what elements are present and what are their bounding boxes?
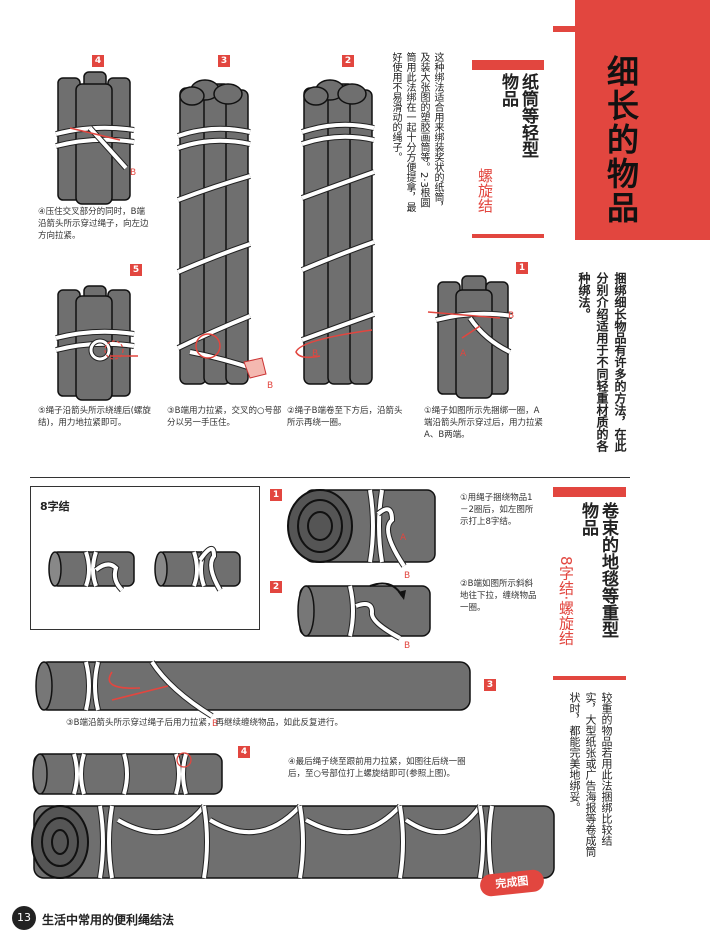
heading-bar xyxy=(472,60,544,70)
caption-s2-step1: ①用绳子捆绕物品1－2圈后，如左图所示打上8字结。 xyxy=(460,493,534,527)
caption-s2-step3: ③B端沿箭头所示穿过绳子后用力拉紧，再继续缠绕物品，如此反复进行。 xyxy=(66,718,343,728)
intro-text: 捆绑细长物品有许多的方法，在此分别介绍适用于不同轻重材质的各种绑法。 xyxy=(577,272,627,452)
figure-step5 xyxy=(55,285,138,401)
figure8-label: 8字结 xyxy=(40,500,70,513)
label-a: A xyxy=(460,349,467,359)
step-number: 2 xyxy=(342,55,354,67)
caption-step5: ⑤绳子沿箭头所示绕缠后(螺旋结)，用力地拉紧即可。 xyxy=(38,406,151,428)
label-a: A xyxy=(400,533,407,543)
section1-illustrations: B B B xyxy=(55,71,514,401)
figure-step2 xyxy=(295,79,375,385)
label-b: B xyxy=(404,641,410,651)
section2-subheading: 8字结·螺旋结 xyxy=(557,556,575,646)
caption-s2-step4: ④最后绳子绕至跟前用力拉紧，如图往后绕一圈后，至○号部位打上螺旋结即可(参照上图… xyxy=(288,757,466,779)
heading-underline xyxy=(472,234,544,238)
section2-heading: 卷束的地毯等重型物品 xyxy=(578,502,618,638)
header-stripe xyxy=(553,26,710,32)
step-number: 1 xyxy=(516,262,528,274)
caption-step1: ①绳子如图所示先捆绑一圈，A端沿箭头所示穿过后，用力拉紧A、B两端。 xyxy=(424,406,544,440)
caption-step2: ②绳子B端卷至下方后，沿箭头所示再绕一圈。 xyxy=(287,406,403,428)
section1-heading: 纸筒等轻型物品 xyxy=(498,73,538,158)
step-number: 5 xyxy=(130,264,142,276)
step-number: 1 xyxy=(270,489,282,501)
step-number: 2 xyxy=(270,581,282,593)
step-number: 3 xyxy=(218,55,230,67)
book-title: 生活中常用的便利绳结法 xyxy=(42,913,175,927)
heading-underline xyxy=(553,676,626,680)
figure-step4-carpet xyxy=(32,752,223,795)
figure-step4 xyxy=(55,71,135,205)
label-b: B xyxy=(212,719,218,729)
figure-step3-long xyxy=(35,660,471,719)
section2-illustrations: A B B B xyxy=(31,489,555,879)
figure-complete xyxy=(31,803,555,879)
section1-desc: 这种绑法适合用来绑装奖状的纸筒，及装大张图的塑胶画筒等。2·3根圆筒用此法绑在一… xyxy=(390,52,443,212)
section-title: 细长的物品 xyxy=(602,55,640,225)
caption-s2-step2: ②B端如图所示斜斜地往下拉，缠绕物品一圈。 xyxy=(460,579,537,613)
label-b: B xyxy=(404,571,410,581)
caption-step4: ④压住交叉部分的同时，B端沿箭头所示穿过绳子，向左边方向拉紧。 xyxy=(38,207,149,241)
section-header-band xyxy=(575,0,710,240)
label-b: B xyxy=(312,349,318,359)
figure8-left xyxy=(48,551,135,593)
figure8-box xyxy=(30,486,260,630)
figure-step1-carpet xyxy=(287,489,436,568)
step-number: 4 xyxy=(92,55,104,67)
step-number: 4 xyxy=(238,746,250,758)
label-b: B xyxy=(508,311,514,321)
section2-desc: 较重的物品若用此法捆绑比较结实，大型纸张或广告海报等卷成筒状时，都能完美地绑妥。 xyxy=(568,692,613,857)
figure-step3 xyxy=(176,79,267,385)
label-b: B xyxy=(130,168,136,178)
figure-step1 xyxy=(427,275,513,399)
page-number-badge: 13 xyxy=(12,906,36,930)
step-number: 3 xyxy=(484,679,496,691)
section-divider xyxy=(30,477,630,478)
figure8-right xyxy=(154,546,241,592)
caption-step3: ③B端用力拉紧，交叉的○号部分以另一手压住。 xyxy=(167,406,282,428)
section1-subheading: 螺旋结 xyxy=(476,168,494,213)
figure-step2-carpet xyxy=(297,582,431,641)
label-b: B xyxy=(267,381,273,391)
heading-bar xyxy=(553,487,626,497)
